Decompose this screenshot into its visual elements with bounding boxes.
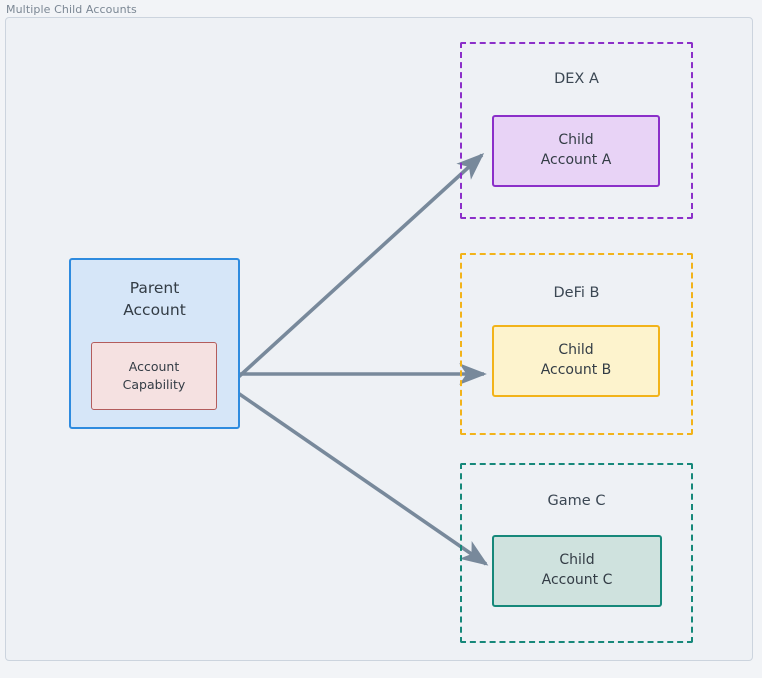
account-capability-node[interactable]: Account Capability [91, 342, 217, 410]
child-account-b-label-line1: Child [558, 342, 594, 359]
account-capability-label-line2: Capability [122, 377, 186, 392]
parent-account-label-line1: Parent [129, 279, 180, 297]
child-account-a-label-line2: Account A [540, 152, 612, 168]
child-account-b-label-line2: Account B [540, 362, 612, 378]
child-account-c-label-line2: Account C [541, 572, 613, 588]
group-defi-b-label: DeFi B [553, 285, 600, 301]
child-account-a-label-line1: Child [558, 132, 594, 149]
child-account-b-node[interactable]: Child Account B [492, 325, 660, 397]
group-defi-b: DeFi B [460, 253, 693, 435]
child-account-c-label-line1: Child [559, 552, 595, 569]
child-account-c-node[interactable]: Child Account C [492, 535, 662, 607]
diagram-title: Multiple Child Accounts [6, 3, 137, 16]
group-dex-a-label: DEX A [554, 71, 599, 87]
child-account-a-node[interactable]: Child Account A [492, 115, 660, 187]
group-game-c-label: Game C [547, 493, 606, 509]
account-capability-label-line1: Account [128, 359, 180, 375]
parent-account-label-line2: Account [123, 301, 186, 319]
group-dex-a: DEX A [460, 42, 693, 219]
group-game-c: Game C [460, 463, 693, 643]
